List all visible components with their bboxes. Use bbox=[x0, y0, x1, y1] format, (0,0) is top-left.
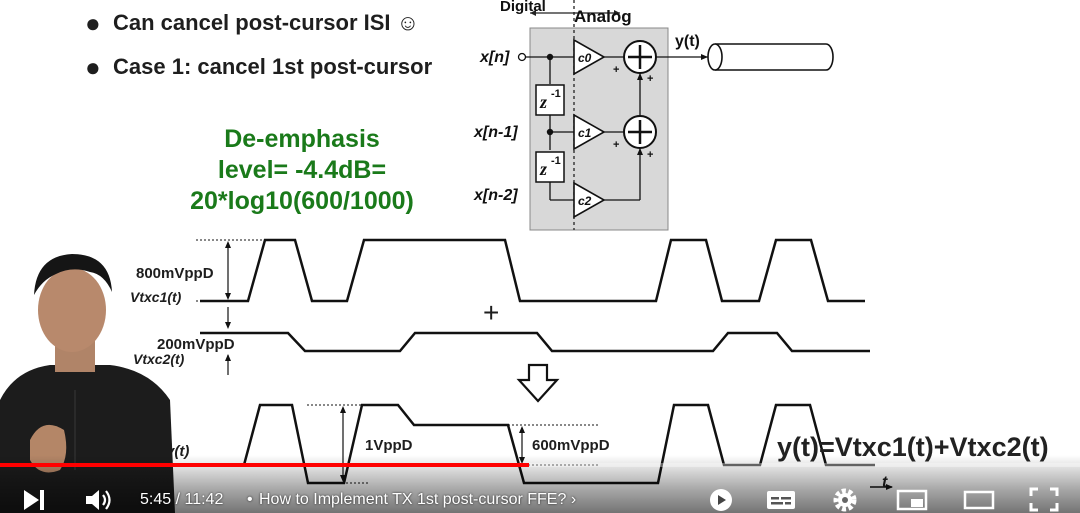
label-vtxc2: Vtxc2(t) bbox=[133, 351, 185, 367]
bullet-case-1: ●Case 1: cancel 1st post-cursor bbox=[85, 52, 433, 82]
label-200mvppd: 200mVppD bbox=[157, 336, 235, 353]
yt-output-label: y(t) bbox=[675, 33, 700, 50]
subtitles-icon[interactable] bbox=[765, 488, 797, 512]
xn-label: x[n] bbox=[479, 49, 510, 66]
plus-sign: + bbox=[483, 297, 500, 328]
svg-text:c0: c0 bbox=[578, 51, 592, 65]
svg-text:z: z bbox=[539, 159, 547, 179]
svg-text:+: + bbox=[647, 149, 653, 161]
chapter-title[interactable]: How to Implement TX 1st post-cursor FFE?… bbox=[259, 491, 577, 508]
svg-text:+: + bbox=[647, 73, 653, 85]
label-600mvppd: 600mVppD bbox=[532, 437, 610, 454]
svg-text:z: z bbox=[539, 92, 547, 112]
autoplay-toggle[interactable] bbox=[706, 487, 736, 513]
digital-label: Digital bbox=[500, 0, 546, 15]
chapter-separator: • bbox=[247, 491, 253, 508]
progress-played bbox=[0, 463, 530, 467]
ffe-block-diagram: Digital Analog x[n] x[n-1] x[n-2] z -1 z… bbox=[473, 0, 834, 231]
chevron-right-icon: › bbox=[570, 491, 577, 508]
label-800mvppd: 800mVppD bbox=[136, 265, 214, 282]
waveform-plot bbox=[190, 238, 893, 490]
xn2-label: x[n-2] bbox=[473, 187, 518, 204]
bullet-cancel-isi: ●Can cancel post-cursor ISI ☺ bbox=[85, 8, 420, 38]
label-1vppd: 1VppD bbox=[365, 437, 413, 454]
svg-text:-1: -1 bbox=[551, 88, 561, 100]
miniplayer-icon[interactable] bbox=[895, 488, 929, 512]
xn1-label: x[n-1] bbox=[473, 124, 518, 141]
svg-text:-1: -1 bbox=[551, 155, 561, 167]
next-icon[interactable] bbox=[20, 488, 50, 512]
svg-text:c1: c1 bbox=[578, 126, 592, 140]
time-display: 5:45 / 11:42 bbox=[140, 491, 224, 508]
volume-icon[interactable] bbox=[83, 487, 115, 513]
fullscreen-icon[interactable] bbox=[1028, 486, 1060, 513]
svg-text:c2: c2 bbox=[578, 194, 592, 208]
deemphasis-text: De-emphasis level= -4.4dB= 20*log10(600/… bbox=[190, 125, 414, 215]
settings-gear-icon[interactable] bbox=[830, 486, 860, 513]
analog-label: Analog bbox=[574, 7, 632, 26]
progress-bar[interactable] bbox=[0, 463, 1080, 467]
svg-text:+: + bbox=[613, 139, 619, 151]
svg-text:+: + bbox=[613, 64, 619, 76]
label-vtxc1: Vtxc1(t) bbox=[130, 289, 182, 305]
theater-mode-icon[interactable] bbox=[962, 488, 996, 512]
